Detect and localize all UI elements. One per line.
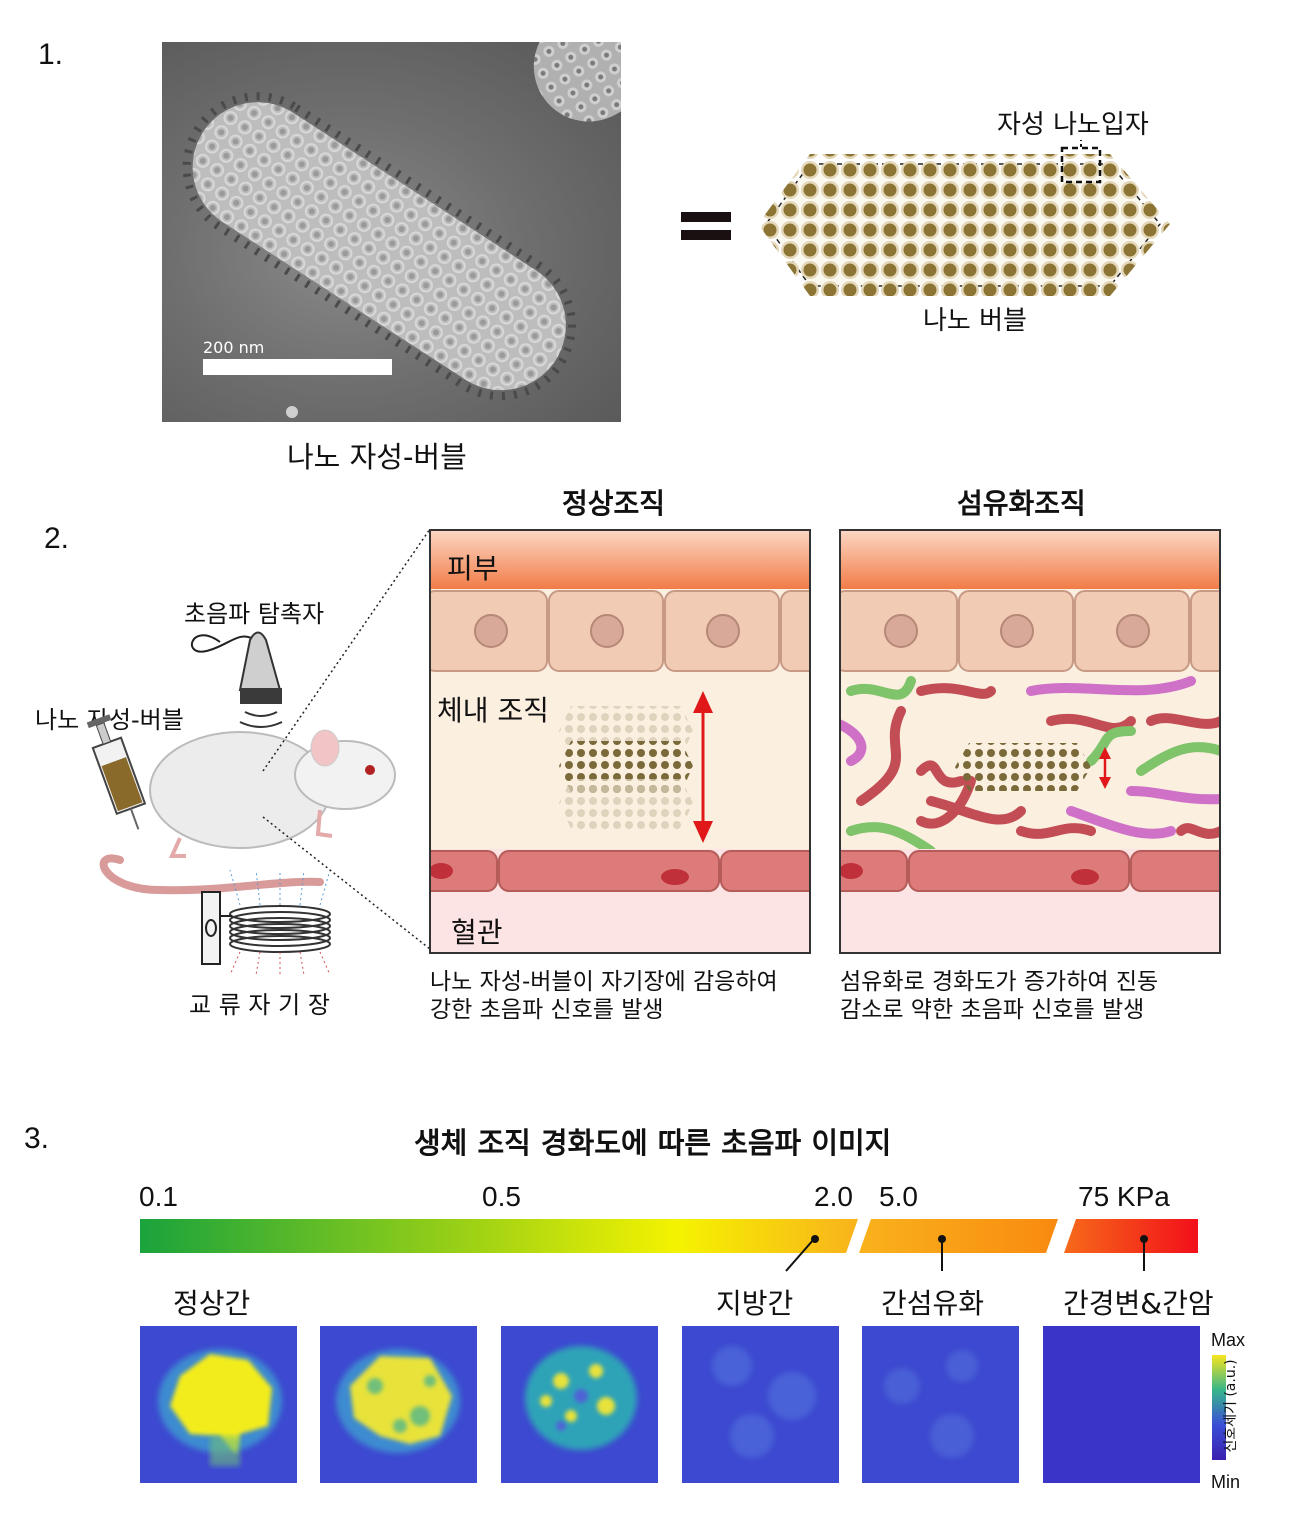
- ultrasound-image-1: [140, 1326, 297, 1483]
- normal-tissue-illustration: [431, 531, 809, 952]
- ultrasound-image-5: [862, 1326, 1019, 1483]
- vessel-label: 혈관: [451, 916, 503, 949]
- equals-sign-top: [681, 212, 731, 222]
- stiffness-tick-2: 2.0: [814, 1181, 853, 1212]
- panel-fibrotic-title: 섬유화조직: [957, 487, 1086, 520]
- colorbar-max-label: Max: [1211, 1330, 1246, 1350]
- panel-normal-tissue: 피부 체내 조직 혈관: [429, 529, 811, 954]
- tissue-label: 체내 조직: [437, 694, 549, 727]
- scale-bar: [203, 359, 392, 375]
- skin-label: 피부: [447, 552, 499, 585]
- caption-normal-line2: 강한 초음파 신호를 발생: [430, 997, 664, 1023]
- ultrasound-image-4: [682, 1326, 839, 1483]
- ultrasound-image-6: [1043, 1326, 1200, 1483]
- em-image: [182, 42, 621, 418]
- colorbar-axis-label: 신호세기 (a.u.): [1223, 1359, 1239, 1453]
- category-normal-liver: 정상간: [173, 1287, 251, 1320]
- em-caption: 나노 자성-버블: [287, 440, 467, 474]
- ultrasound-image-2: [320, 1326, 477, 1483]
- particle-label: 자성 나노입자: [997, 110, 1149, 140]
- stiffness-gradient-bar: [140, 1219, 1198, 1272]
- coil-icon: [201, 869, 331, 976]
- category-liver-fibrosis: 간섬유화: [881, 1287, 985, 1320]
- fibers: [841, 676, 1219, 856]
- mouse-setup-illustration: [86, 631, 396, 976]
- ultrasound-image-3: [501, 1326, 658, 1483]
- scale-bar-label: 200 nm: [203, 338, 265, 357]
- particle-highlight-box: [1060, 146, 1102, 184]
- section-3-title: 생체 조직 경화도에 따른 초음파 이미지: [414, 1126, 892, 1160]
- caption-fibrotic-line1: 섬유화로 경화도가 증가하여 진동: [840, 969, 1159, 995]
- caption-normal-line1: 나노 자성-버블이 자기장에 감응하여: [430, 969, 778, 995]
- stiffness-tick-3: 5.0: [879, 1181, 918, 1212]
- colorbar-min-label: Min: [1211, 1472, 1241, 1492]
- stiffness-tick-1: 0.5: [482, 1181, 521, 1212]
- section-2-number: 2.: [44, 522, 70, 555]
- zoom-lines: [262, 528, 431, 950]
- category-fatty-liver: 지방간: [716, 1287, 794, 1320]
- fibrotic-tissue-illustration: [841, 531, 1219, 952]
- caption-fibrotic-line2: 감소로 약한 초음파 신호를 발생: [840, 997, 1145, 1023]
- stiffness-tick-4: 75 KPa: [1078, 1181, 1170, 1212]
- stiffness-tick-0: 0.1: [139, 1181, 178, 1212]
- ultrasound-probe-icon: [238, 631, 283, 728]
- panel-normal-title: 정상조직: [562, 487, 666, 520]
- section-3-number: 3.: [24, 1122, 50, 1155]
- category-cirrhosis-cancer: 간경변&간암: [1063, 1287, 1214, 1320]
- field-label: 교 류 자 기 장: [189, 991, 330, 1019]
- intensity-colorbar: [1212, 1355, 1226, 1460]
- section-1-number: 1.: [38, 38, 64, 71]
- nano-bubble-schematic: [760, 140, 1170, 296]
- panel-fibrotic-tissue: [839, 529, 1221, 954]
- em-micrograph: 200 nm: [162, 42, 621, 422]
- equals-sign-bottom: [681, 230, 731, 240]
- probe-label: 초음파 탐촉자: [184, 600, 325, 628]
- bubble-label: 나노 버블: [923, 306, 1027, 336]
- syringe-icon: [86, 714, 147, 830]
